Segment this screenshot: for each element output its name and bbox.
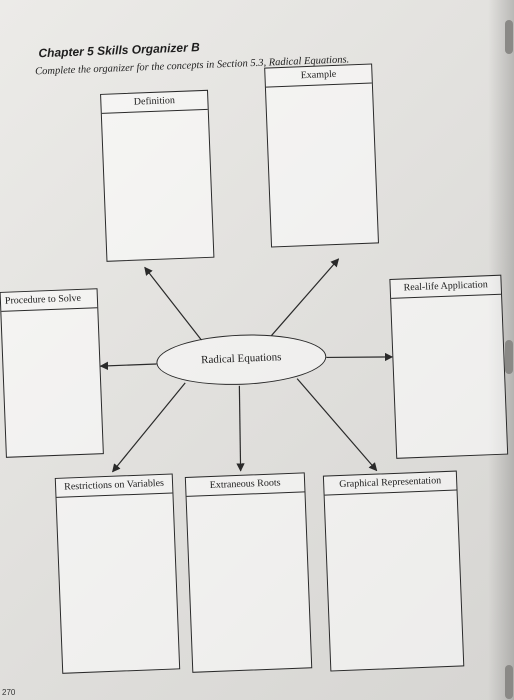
graphical-label: Graphical Representation [323,471,457,496]
arrow-to-graphical [296,378,378,472]
restrictions-label: Restrictions on Variables [55,474,173,498]
page-number: 270 [2,688,16,697]
binder-hole-top [505,20,513,54]
arrow-to-restrictions [112,382,186,473]
definition-box[interactable]: Definition [100,89,215,262]
arrow-to-real-life [326,352,394,362]
binder-hole-bottom [505,665,513,699]
graphical-box[interactable]: Graphical Representation [322,470,465,672]
example-box[interactable]: Example [264,63,379,248]
arrow-to-extraneous [236,385,245,472]
arrow-to-example [271,258,340,336]
binder-hole-middle [505,340,513,374]
restrictions-box[interactable]: Restrictions on Variables [54,473,181,674]
arrow-to-definition [144,266,203,341]
procedure-label: Procedure to Solve [0,289,98,312]
definition-label: Definition [101,90,208,114]
example-label: Example [265,64,372,88]
real-life-box[interactable]: Real-life Application [389,274,509,459]
extraneous-box[interactable]: Extraneous Roots [184,472,313,673]
procedure-box[interactable]: Procedure to Solve [0,288,104,458]
arrow-to-procedure [99,361,157,371]
extraneous-label: Extraneous Roots [185,473,305,497]
real-life-label: Real-life Application [390,275,502,299]
